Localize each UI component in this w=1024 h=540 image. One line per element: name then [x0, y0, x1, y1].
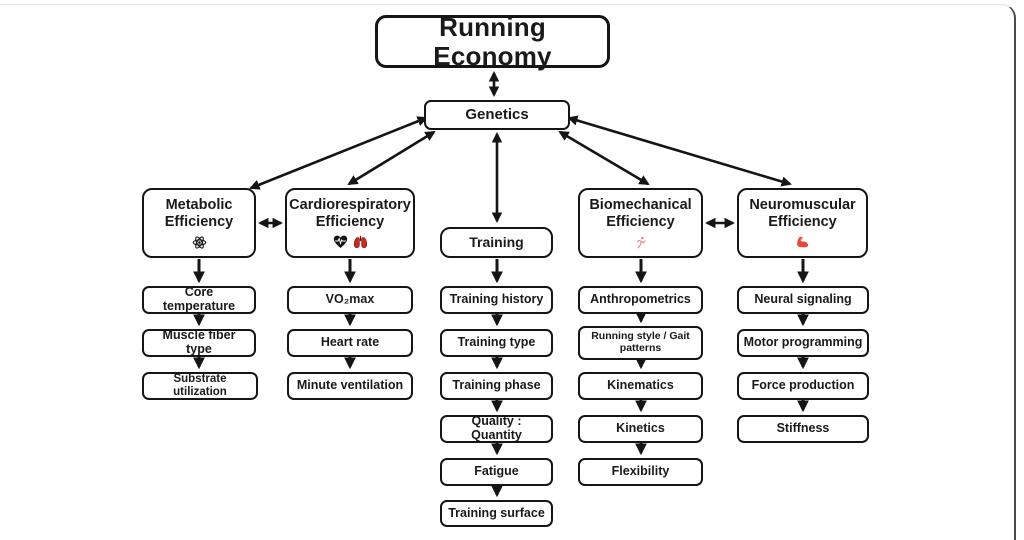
training-label: Training — [469, 234, 524, 251]
node-flexibility: Flexibility — [578, 458, 703, 486]
node-cardiorespiratory-efficiency: Cardiorespiratory Efficiency — [285, 188, 415, 258]
node-genetics: Genetics — [424, 100, 570, 130]
heart-ecg-icon — [332, 234, 349, 250]
node-metabolic-efficiency: Metabolic Efficiency — [142, 188, 256, 258]
node-stiffness: Stiffness — [737, 415, 869, 443]
node-training-history: Training history — [440, 286, 553, 314]
atom-icon — [192, 233, 207, 251]
node-training: Training — [440, 227, 553, 258]
cardiorespiratory-efficiency-label: Cardiorespiratory Efficiency — [289, 196, 411, 230]
node-training-phase: Training phase — [440, 372, 553, 400]
node-quality-quantity: Quality : Quantity — [440, 414, 553, 443]
node-kinematics: Kinematics — [578, 372, 703, 400]
lungs-icon — [352, 234, 369, 250]
node-substrate-utilization: Substrate utilization — [142, 372, 258, 400]
node-neural-signaling: Neural signaling — [737, 286, 869, 314]
node-biomechanical-efficiency: Biomechanical Efficiency — [578, 188, 703, 258]
muscle-icon — [793, 233, 812, 251]
node-motor-programming: Motor programming — [737, 329, 869, 357]
node-vo2max: VO₂max — [287, 286, 413, 314]
biomechanical-efficiency-label: Biomechanical Efficiency — [589, 196, 692, 230]
metabolic-efficiency-label: Metabolic Efficiency — [164, 196, 234, 230]
node-neuromuscular-efficiency: Neuromuscular Efficiency — [737, 188, 868, 258]
node-minute-ventilation: Minute ventilation — [287, 372, 413, 400]
node-core-temperature: Core temperature — [142, 285, 256, 314]
node-training-type: Training type — [440, 329, 553, 357]
node-running-style-gait-patterns: Running style / Gait patterns — [578, 326, 703, 360]
node-force-production: Force production — [737, 372, 869, 400]
node-running-economy: Running Economy — [375, 13, 610, 70]
runner-icon — [634, 233, 648, 251]
neuromuscular-efficiency-label: Neuromuscular Efficiency — [749, 196, 856, 230]
node-heart-rate: Heart rate — [287, 329, 413, 357]
node-anthropometrics: Anthropometrics — [578, 286, 703, 314]
node-kinetics: Kinetics — [578, 415, 703, 443]
node-training-surface: Training surface — [440, 500, 553, 527]
node-fatigue: Fatigue — [440, 458, 553, 486]
node-muscle-fiber-type: Muscle fiber type — [142, 328, 256, 357]
